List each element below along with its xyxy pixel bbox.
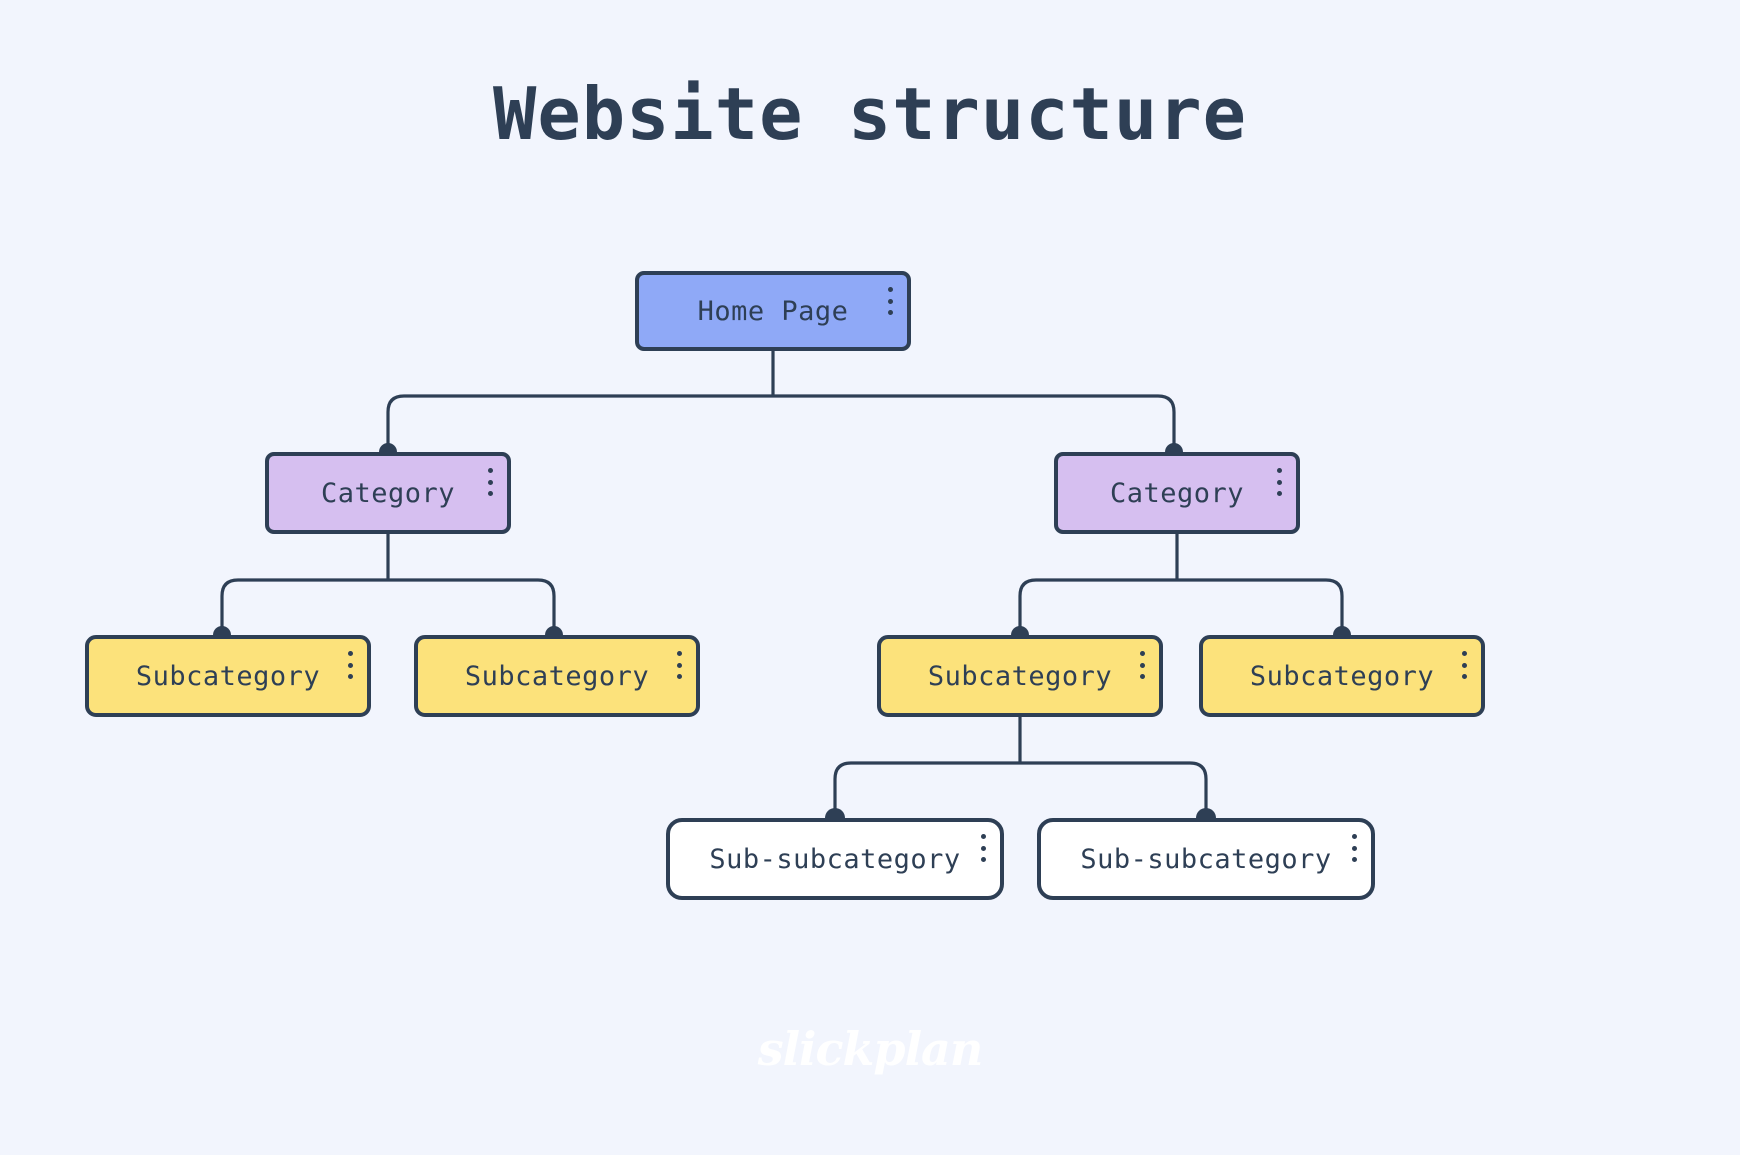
node-subcategory-1[interactable]: Subcategory bbox=[85, 635, 371, 717]
kebab-menu-icon[interactable] bbox=[487, 468, 493, 496]
node-label: Sub-subcategory bbox=[709, 843, 961, 875]
kebab-menu-icon[interactable] bbox=[347, 651, 353, 679]
kebab-menu-icon[interactable] bbox=[1461, 651, 1467, 679]
edge-home-to-categories bbox=[386, 349, 1176, 454]
node-label: Category bbox=[320, 477, 456, 509]
kebab-menu-icon[interactable] bbox=[1276, 468, 1282, 496]
node-category-right[interactable]: Category bbox=[1054, 452, 1300, 534]
kebab-menu-icon[interactable] bbox=[676, 651, 682, 679]
slickplan-watermark: slickplan bbox=[757, 1022, 984, 1076]
node-subcategory-2[interactable]: Subcategory bbox=[414, 635, 700, 717]
kebab-menu-icon[interactable] bbox=[887, 287, 893, 315]
node-home-page[interactable]: Home Page bbox=[635, 271, 911, 351]
node-label: Subcategory bbox=[135, 660, 321, 692]
node-label: Sub-subcategory bbox=[1080, 843, 1332, 875]
edge-sub3-to-subsubs bbox=[833, 715, 1208, 820]
page-title: Website structure bbox=[493, 72, 1247, 156]
kebab-menu-icon[interactable] bbox=[980, 834, 986, 862]
node-category-left[interactable]: Category bbox=[265, 452, 511, 534]
node-label: Home Page bbox=[697, 295, 849, 327]
node-label: Category bbox=[1109, 477, 1245, 509]
node-label: Subcategory bbox=[1249, 660, 1435, 692]
node-sub-subcategory-2[interactable]: Sub-subcategory bbox=[1037, 818, 1375, 900]
edge-catleft-to-subs bbox=[220, 532, 556, 637]
node-subcategory-4[interactable]: Subcategory bbox=[1199, 635, 1485, 717]
kebab-menu-icon[interactable] bbox=[1351, 834, 1357, 862]
node-label: Subcategory bbox=[927, 660, 1113, 692]
node-sub-subcategory-1[interactable]: Sub-subcategory bbox=[666, 818, 1004, 900]
kebab-menu-icon[interactable] bbox=[1139, 651, 1145, 679]
node-label: Subcategory bbox=[464, 660, 650, 692]
node-subcategory-3[interactable]: Subcategory bbox=[877, 635, 1163, 717]
edge-catright-to-subs bbox=[1018, 532, 1344, 637]
